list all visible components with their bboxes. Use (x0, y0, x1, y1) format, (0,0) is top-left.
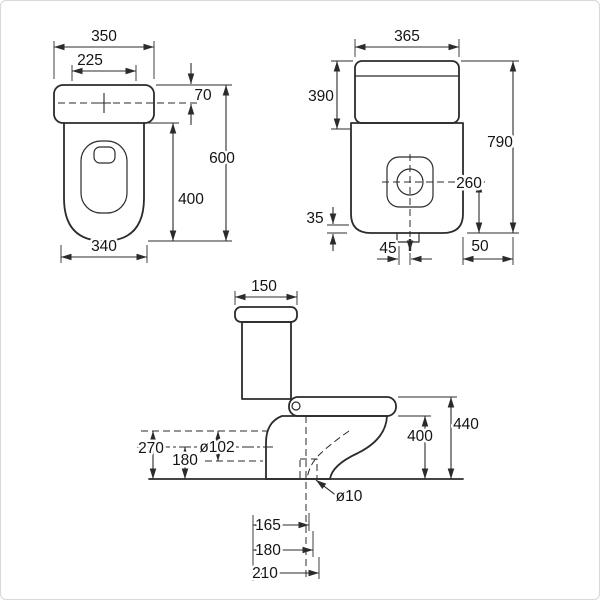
dim-plan-bowl-depth: 400 (148, 122, 207, 241)
plan-inner-bowl-outline (80, 140, 128, 214)
dim-side-fixing-hole-diameter: ø10 (315, 479, 365, 508)
plan-button-crosshair-icon (97, 93, 111, 113)
dim-front-outlet-center-height: 260 (454, 173, 485, 233)
dim-front-side-clearance: 50 (462, 236, 514, 265)
front-body-outline (350, 122, 464, 234)
side-seat-outline (288, 396, 397, 417)
side-bowl-outline (265, 415, 388, 480)
dim-side-bowl-height: 400 (398, 415, 436, 479)
dim-side-outlet-height: 180 (170, 447, 201, 479)
dim-label: 165 (255, 517, 281, 534)
dim-label: 210 (252, 565, 278, 582)
dim-label: 180 (172, 452, 198, 469)
dim-label: 400 (178, 191, 204, 208)
dim-side-tank-depth: 150 (234, 276, 298, 305)
dim-label: 390 (308, 88, 334, 105)
dim-label: 180 (255, 542, 281, 559)
dim-plan-overall-depth: 600 (148, 84, 238, 242)
dim-label: 350 (91, 28, 117, 45)
dim-label: 45 (379, 240, 396, 257)
dim-label: 70 (194, 87, 212, 104)
front-view: 365 390 790 260 35 (304, 26, 519, 265)
dim-front-tank-height: 390 (306, 60, 353, 130)
dim-label: 440 (453, 416, 479, 433)
dim-label: 340 (91, 238, 117, 255)
dim-front-base-inset: 35 (304, 207, 349, 251)
dim-label: 150 (251, 278, 277, 295)
dim-front-tank-width: 365 (354, 26, 460, 57)
dim-side-setouts: 165 180 210 (250, 513, 320, 585)
dim-label: ø102 (199, 439, 234, 456)
dim-label: 270 (138, 440, 164, 457)
dim-side-inlet-height: 270 (136, 431, 167, 479)
dim-plan-tank-inner-width: 225 (71, 50, 137, 81)
dim-label: 35 (306, 210, 323, 227)
dim-label: 225 (77, 52, 103, 69)
side-seat-hinge (291, 401, 301, 411)
side-view: 150 270 180 ø102 400 440 ø10 (136, 276, 482, 585)
dim-label: 260 (456, 175, 482, 192)
dim-label: 50 (471, 238, 489, 255)
plan-cistern-outline (53, 84, 155, 124)
front-outlet-stub (396, 232, 420, 243)
dim-label: 790 (487, 134, 513, 151)
dim-side-outlet-diameter: ø102 (197, 431, 237, 461)
dim-label: 600 (209, 150, 235, 167)
dim-label: ø10 (336, 488, 363, 505)
front-cistern-outline (354, 60, 460, 124)
side-tank-outline (241, 321, 292, 400)
dim-plan-base-width: 340 (60, 236, 148, 263)
dim-label: 400 (407, 428, 433, 445)
dim-front-outlet-offset: 45 (377, 238, 432, 265)
side-fixing-hole-hidden (299, 458, 318, 480)
plan-view: 350 225 70 400 600 (53, 26, 238, 263)
dim-plan-overall-width: 350 (53, 26, 155, 79)
dim-label: 365 (394, 28, 420, 45)
side-lid-outline (234, 306, 298, 323)
dim-side-overall-seat-height: 440 (398, 396, 482, 479)
plan-flush-tab (93, 146, 116, 164)
plan-bowl-outline (63, 122, 145, 242)
side-trap-hidden-line (306, 430, 350, 480)
dim-plan-button-offset: 70 (156, 63, 214, 125)
dim-front-overall-height: 790 (461, 60, 519, 234)
